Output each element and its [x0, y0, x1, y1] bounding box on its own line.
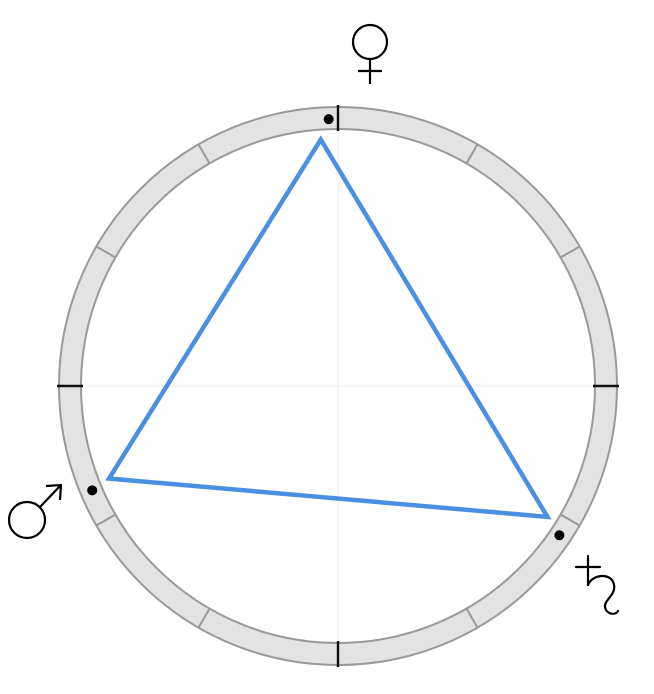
saturn-position-marker: [554, 530, 565, 541]
venus-position-marker: [323, 114, 334, 125]
cardinal-ticks: [57, 105, 619, 667]
ring-divider: [465, 608, 479, 629]
ring-divider: [197, 608, 211, 629]
ring-divider: [560, 245, 581, 259]
saturn-symbol-icon: [574, 554, 620, 615]
mars-symbol-icon: [7, 483, 63, 540]
ring-divider: [197, 143, 211, 164]
mars-position-marker: [87, 485, 98, 496]
ring-dividers: [95, 143, 581, 629]
venus-symbol-icon: [351, 23, 389, 84]
ring-divider: [465, 143, 479, 164]
ring-divider: [95, 513, 116, 527]
ring-divider: [560, 513, 581, 527]
planet-markers: [87, 114, 565, 541]
ring-divider: [95, 245, 116, 259]
aspect-triangle: [105, 135, 552, 520]
